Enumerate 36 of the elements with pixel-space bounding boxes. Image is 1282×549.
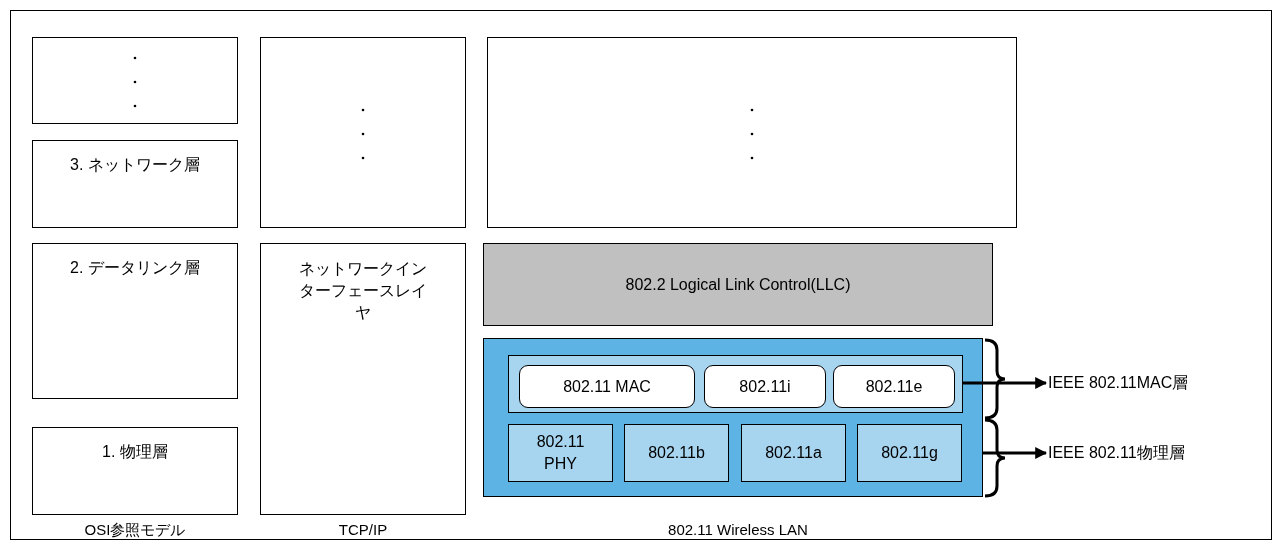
sublayer-band — [508, 355, 963, 413]
standard-box — [508, 424, 613, 482]
standard-box — [704, 365, 826, 408]
layer-label: IEEE 802.11MAC層 — [1048, 372, 1189, 393]
layer-name: 802.11a — [765, 444, 822, 462]
standard-box — [741, 424, 846, 482]
column-caption: OSI参照モデル — [83, 521, 187, 540]
layer-name: ネットワークインターフェースレイヤ — [298, 259, 428, 323]
layer-name: 802.11 MAC — [563, 377, 651, 396]
layer-label: IEEE 802.11物理層 — [1048, 442, 1185, 463]
layer-group-panel — [483, 338, 983, 497]
standard-box — [519, 365, 695, 408]
layer-box — [487, 37, 1017, 228]
standard-box — [857, 424, 962, 482]
layer-name: 2. データリンク層 — [70, 258, 200, 278]
layer-box — [32, 37, 238, 124]
layer-box — [260, 37, 466, 228]
layer-box — [260, 243, 466, 515]
layer-name: 802.11i — [739, 377, 791, 396]
layer-box — [32, 427, 238, 515]
column-caption: 802.11 Wireless LAN — [667, 521, 809, 538]
column-caption: TCP/IP — [337, 521, 389, 538]
layer-name: 802.11 PHY — [535, 432, 586, 474]
standard-box — [624, 424, 729, 482]
layer-name: 1. 物理層 — [102, 442, 168, 462]
arrow — [962, 377, 1048, 389]
layer-name: 802.11e — [865, 377, 923, 396]
layer-box — [32, 140, 238, 228]
layer-box — [483, 243, 993, 326]
arrow — [983, 447, 1048, 459]
layer-name: 3. ネットワーク層 — [70, 155, 200, 175]
layer-name: 802.11g — [881, 444, 938, 462]
layer-box — [32, 243, 238, 399]
layer-name: 802.11b — [648, 444, 705, 462]
standard-box — [833, 365, 955, 408]
layer-name: 802.2 Logical Link Control(LLC) — [624, 274, 852, 295]
